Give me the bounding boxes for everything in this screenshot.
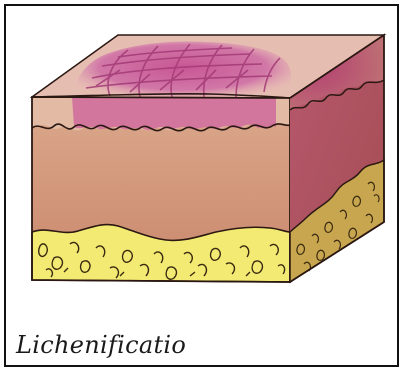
figure-caption: Lichenificatio [16, 333, 186, 357]
front-face [32, 94, 290, 282]
